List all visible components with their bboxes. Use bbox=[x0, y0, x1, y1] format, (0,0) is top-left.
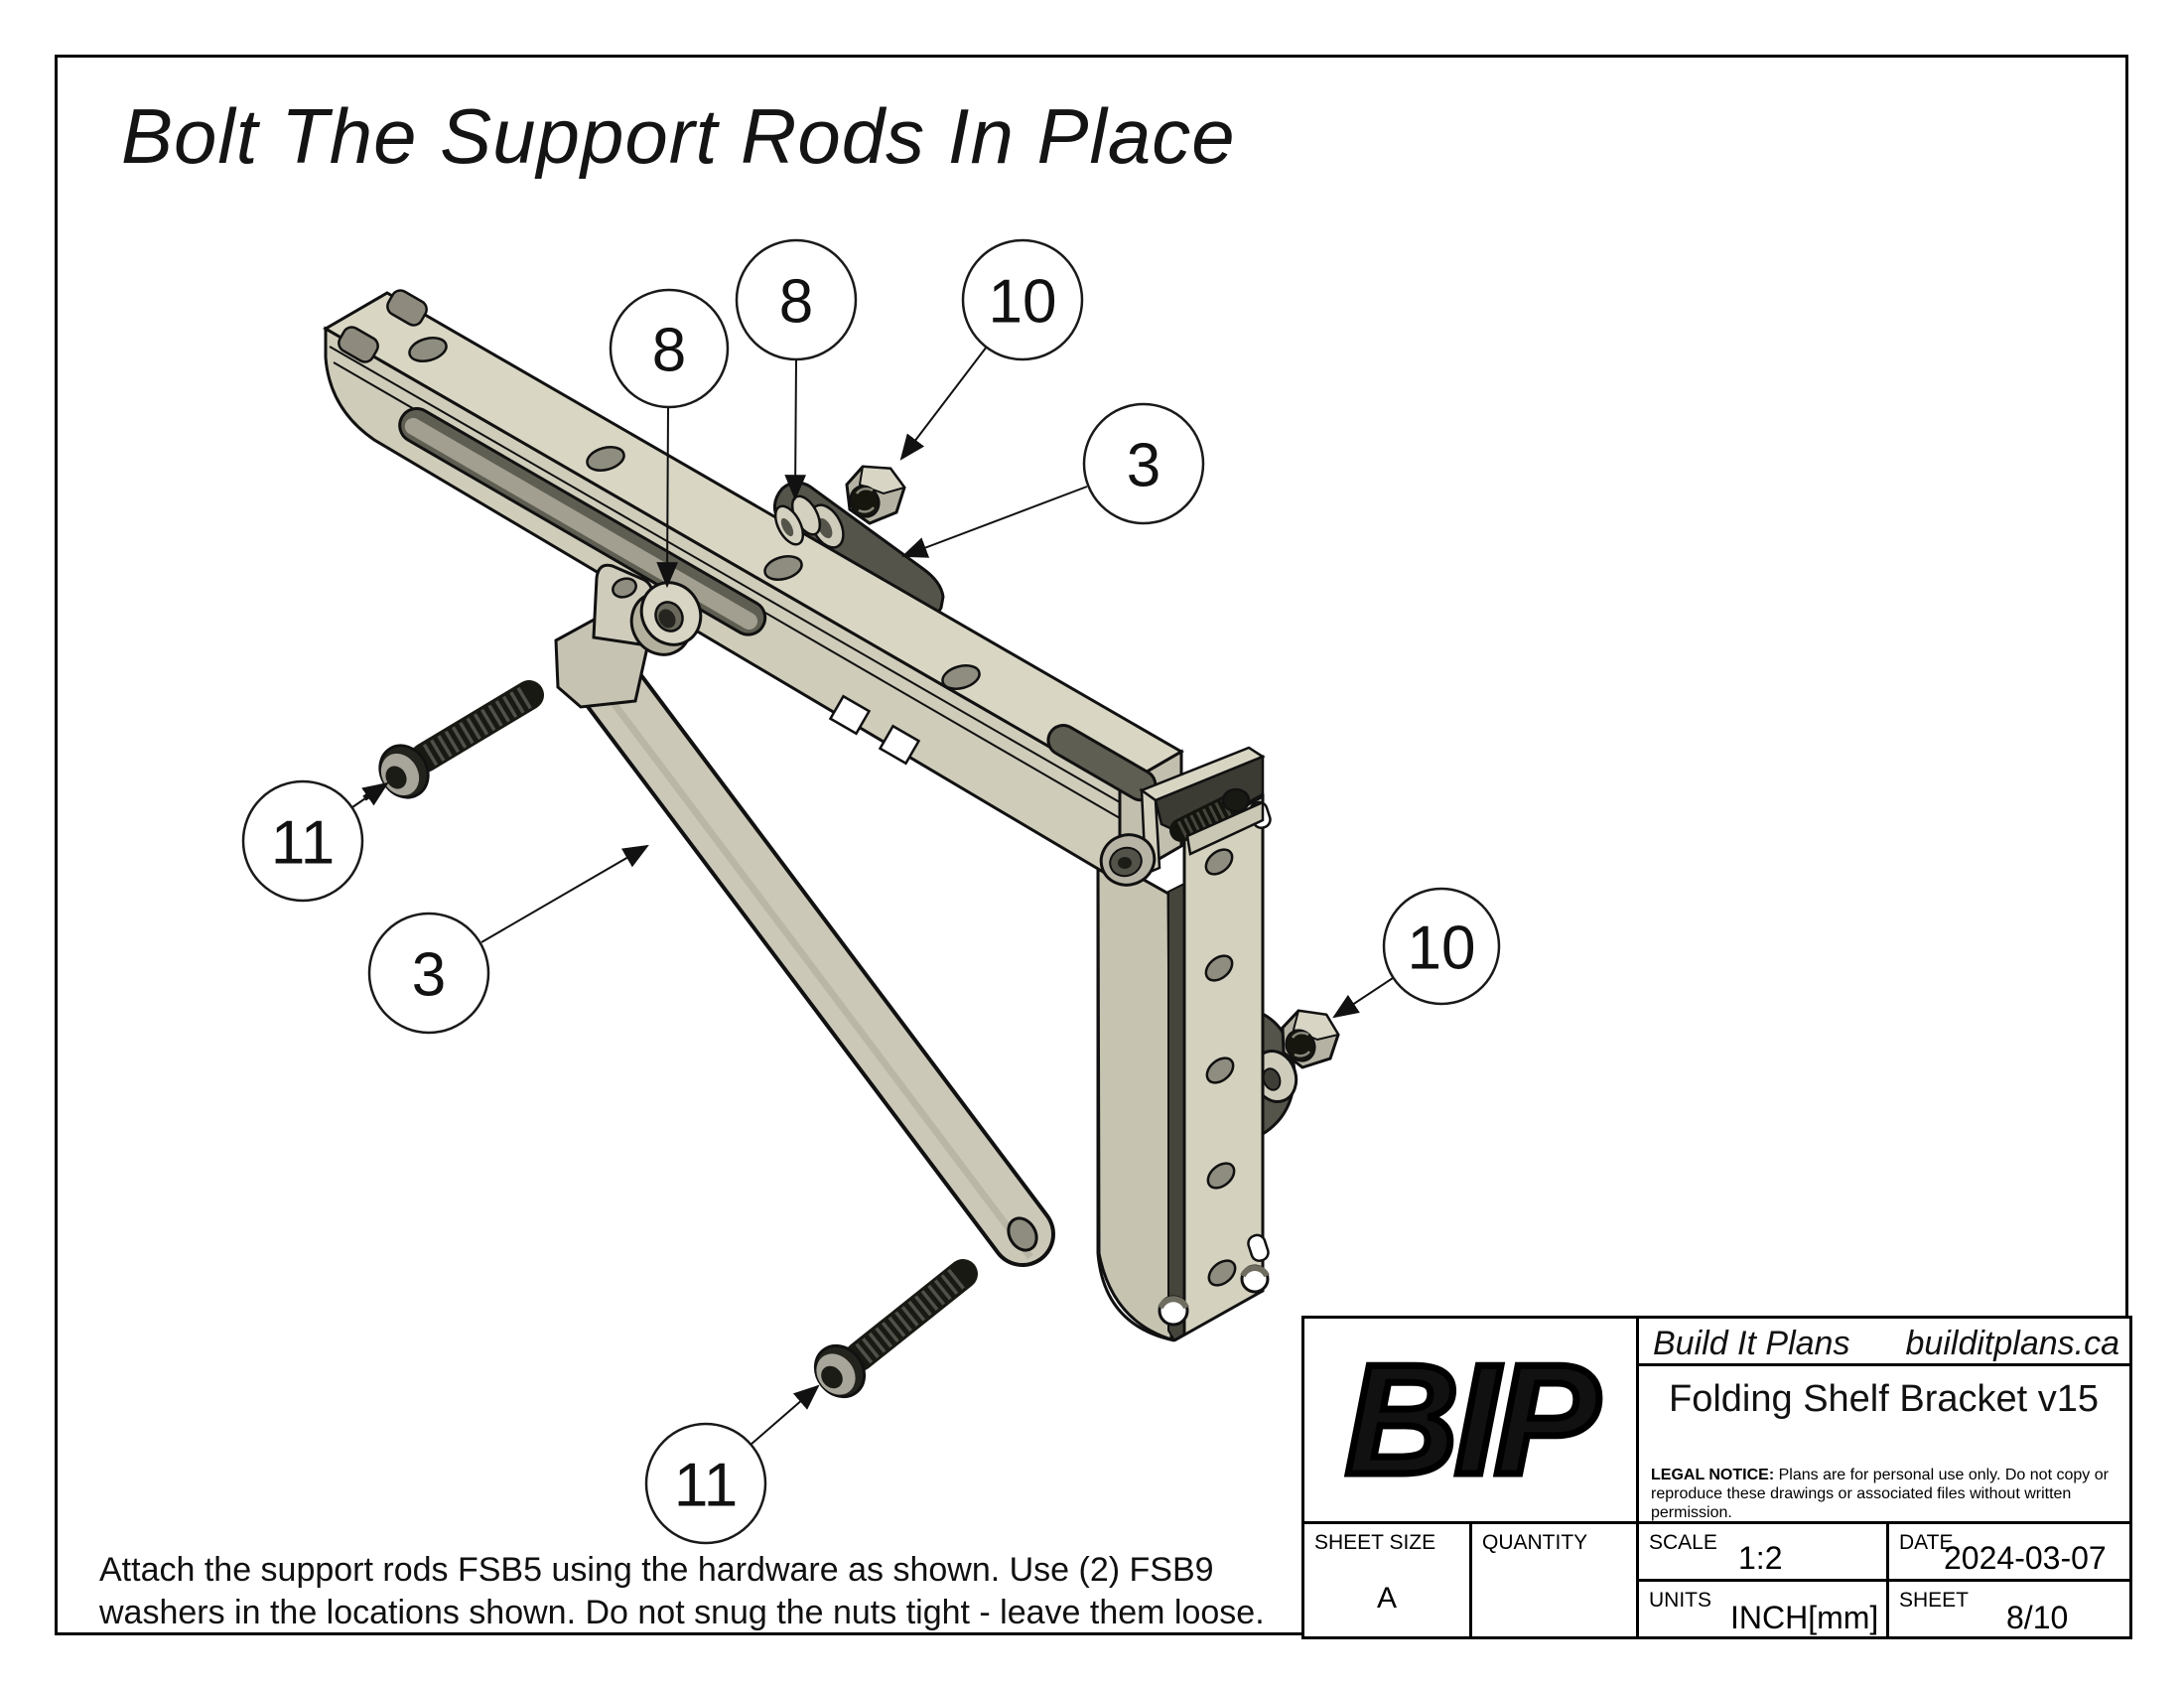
balloon-10-top: 10 bbox=[961, 238, 1084, 361]
legal-notice: LEGAL NOTICE: Plans are for personal use… bbox=[1651, 1466, 2125, 1522]
quantity-cell: QUANTITY bbox=[1472, 1524, 1639, 1639]
sheet-size-value: A bbox=[1376, 1582, 1397, 1615]
arm-bottom-notch-2 bbox=[878, 724, 921, 766]
logo-cell: BIP bbox=[1304, 1319, 1639, 1524]
bolt-left bbox=[362, 680, 544, 801]
svg-text:11: 11 bbox=[674, 1451, 738, 1519]
svg-text:8: 8 bbox=[779, 267, 813, 336]
arm-notch-2 bbox=[386, 289, 428, 327]
svg-text:11: 11 bbox=[271, 808, 335, 877]
wall-post bbox=[1096, 793, 1272, 1342]
svg-text:10: 10 bbox=[1408, 914, 1476, 982]
scale-cell: SCALE 1:2 bbox=[1639, 1524, 1889, 1582]
sheet-number-value: 8/10 bbox=[2006, 1600, 2069, 1635]
shelf-arm bbox=[323, 289, 1184, 885]
svg-text:3: 3 bbox=[412, 940, 446, 1009]
balloon-11-left: 11 bbox=[241, 779, 364, 903]
balloon-10-right: 10 bbox=[1382, 887, 1501, 1006]
sheet-border bbox=[55, 55, 2128, 1635]
arm-notch-1 bbox=[338, 326, 379, 363]
callout-balloons: 8 8 10 3 11 3 bbox=[241, 238, 1501, 1545]
balloon-3-top: 3 bbox=[1082, 402, 1205, 525]
svg-text:8: 8 bbox=[652, 316, 686, 384]
units-cell: UNITS INCH[mm] bbox=[1639, 1582, 1889, 1639]
arm-bottom-notch-1 bbox=[828, 694, 872, 736]
company-row: Build It Plans builditplans.ca bbox=[1639, 1319, 2129, 1366]
units-value: INCH[mm] bbox=[1730, 1600, 1879, 1635]
company-website: builditplans.ca bbox=[1905, 1325, 2119, 1362]
page-title: Bolt The Support Rods In Place bbox=[121, 92, 1236, 180]
sheet-number-label: SHEET bbox=[1899, 1589, 1970, 1612]
date-value: 2024-03-07 bbox=[1944, 1540, 2107, 1576]
post-top-channel bbox=[1139, 746, 1266, 876]
hex-nut-top bbox=[845, 465, 906, 525]
scale-value: 1:2 bbox=[1738, 1540, 1783, 1576]
balloon-11-bottom: 11 bbox=[644, 1422, 767, 1545]
instruction-note: Attach the support rods FSB5 using the h… bbox=[99, 1549, 1265, 1634]
date-cell: DATE 2024-03-07 bbox=[1889, 1524, 2129, 1582]
date-label: DATE bbox=[1899, 1531, 1954, 1554]
pivot-washer-left bbox=[629, 581, 703, 656]
sheet-size-cell: SHEET SIZE A bbox=[1304, 1524, 1472, 1639]
arm-top-face bbox=[323, 291, 1184, 789]
balloon-3-left: 3 bbox=[367, 912, 490, 1035]
note-line-1: Attach the support rods FSB5 using the h… bbox=[99, 1551, 1214, 1589]
hex-nut-right bbox=[1281, 1009, 1340, 1069]
leader-lines bbox=[351, 346, 1394, 1446]
legal-notice-prefix: LEGAL NOTICE: bbox=[1651, 1467, 1775, 1483]
drawing-title: Folding Shelf Bracket v15 bbox=[1669, 1378, 2100, 1420]
scale-label: SCALE bbox=[1649, 1531, 1717, 1554]
balloon-8-left: 8 bbox=[609, 288, 730, 409]
bip-logo: BIP bbox=[1342, 1329, 1602, 1510]
socket-screw-icon bbox=[1099, 833, 1157, 887]
title-block: BIP Build It Plans builditplans.ca Foldi… bbox=[1301, 1316, 2132, 1639]
sheet-number-cell: SHEET 8/10 bbox=[1889, 1582, 2129, 1639]
svg-text:3: 3 bbox=[1127, 431, 1160, 499]
quantity-label: QUANTITY bbox=[1482, 1531, 1588, 1554]
bolt-bottom bbox=[813, 1259, 978, 1399]
drawing-title-cell: Folding Shelf Bracket v15 LEGAL NOTICE: … bbox=[1639, 1366, 2129, 1524]
rod-hole-bottom bbox=[1007, 1216, 1038, 1252]
note-line-2: washers in the locations shown. Do not s… bbox=[99, 1594, 1265, 1631]
post-bottom-notches bbox=[1158, 1264, 1270, 1327]
sheet-size-label: SHEET SIZE bbox=[1314, 1531, 1436, 1554]
units-label: UNITS bbox=[1649, 1589, 1711, 1612]
balloon-8-right: 8 bbox=[735, 238, 858, 361]
svg-text:10: 10 bbox=[989, 267, 1057, 336]
legal-notice-text: Plans are for personal use only. Do not … bbox=[1651, 1467, 2109, 1521]
company-name: Build It Plans bbox=[1653, 1325, 1850, 1362]
post-groove bbox=[1167, 882, 1185, 1342]
post-left-face bbox=[1096, 851, 1173, 1342]
